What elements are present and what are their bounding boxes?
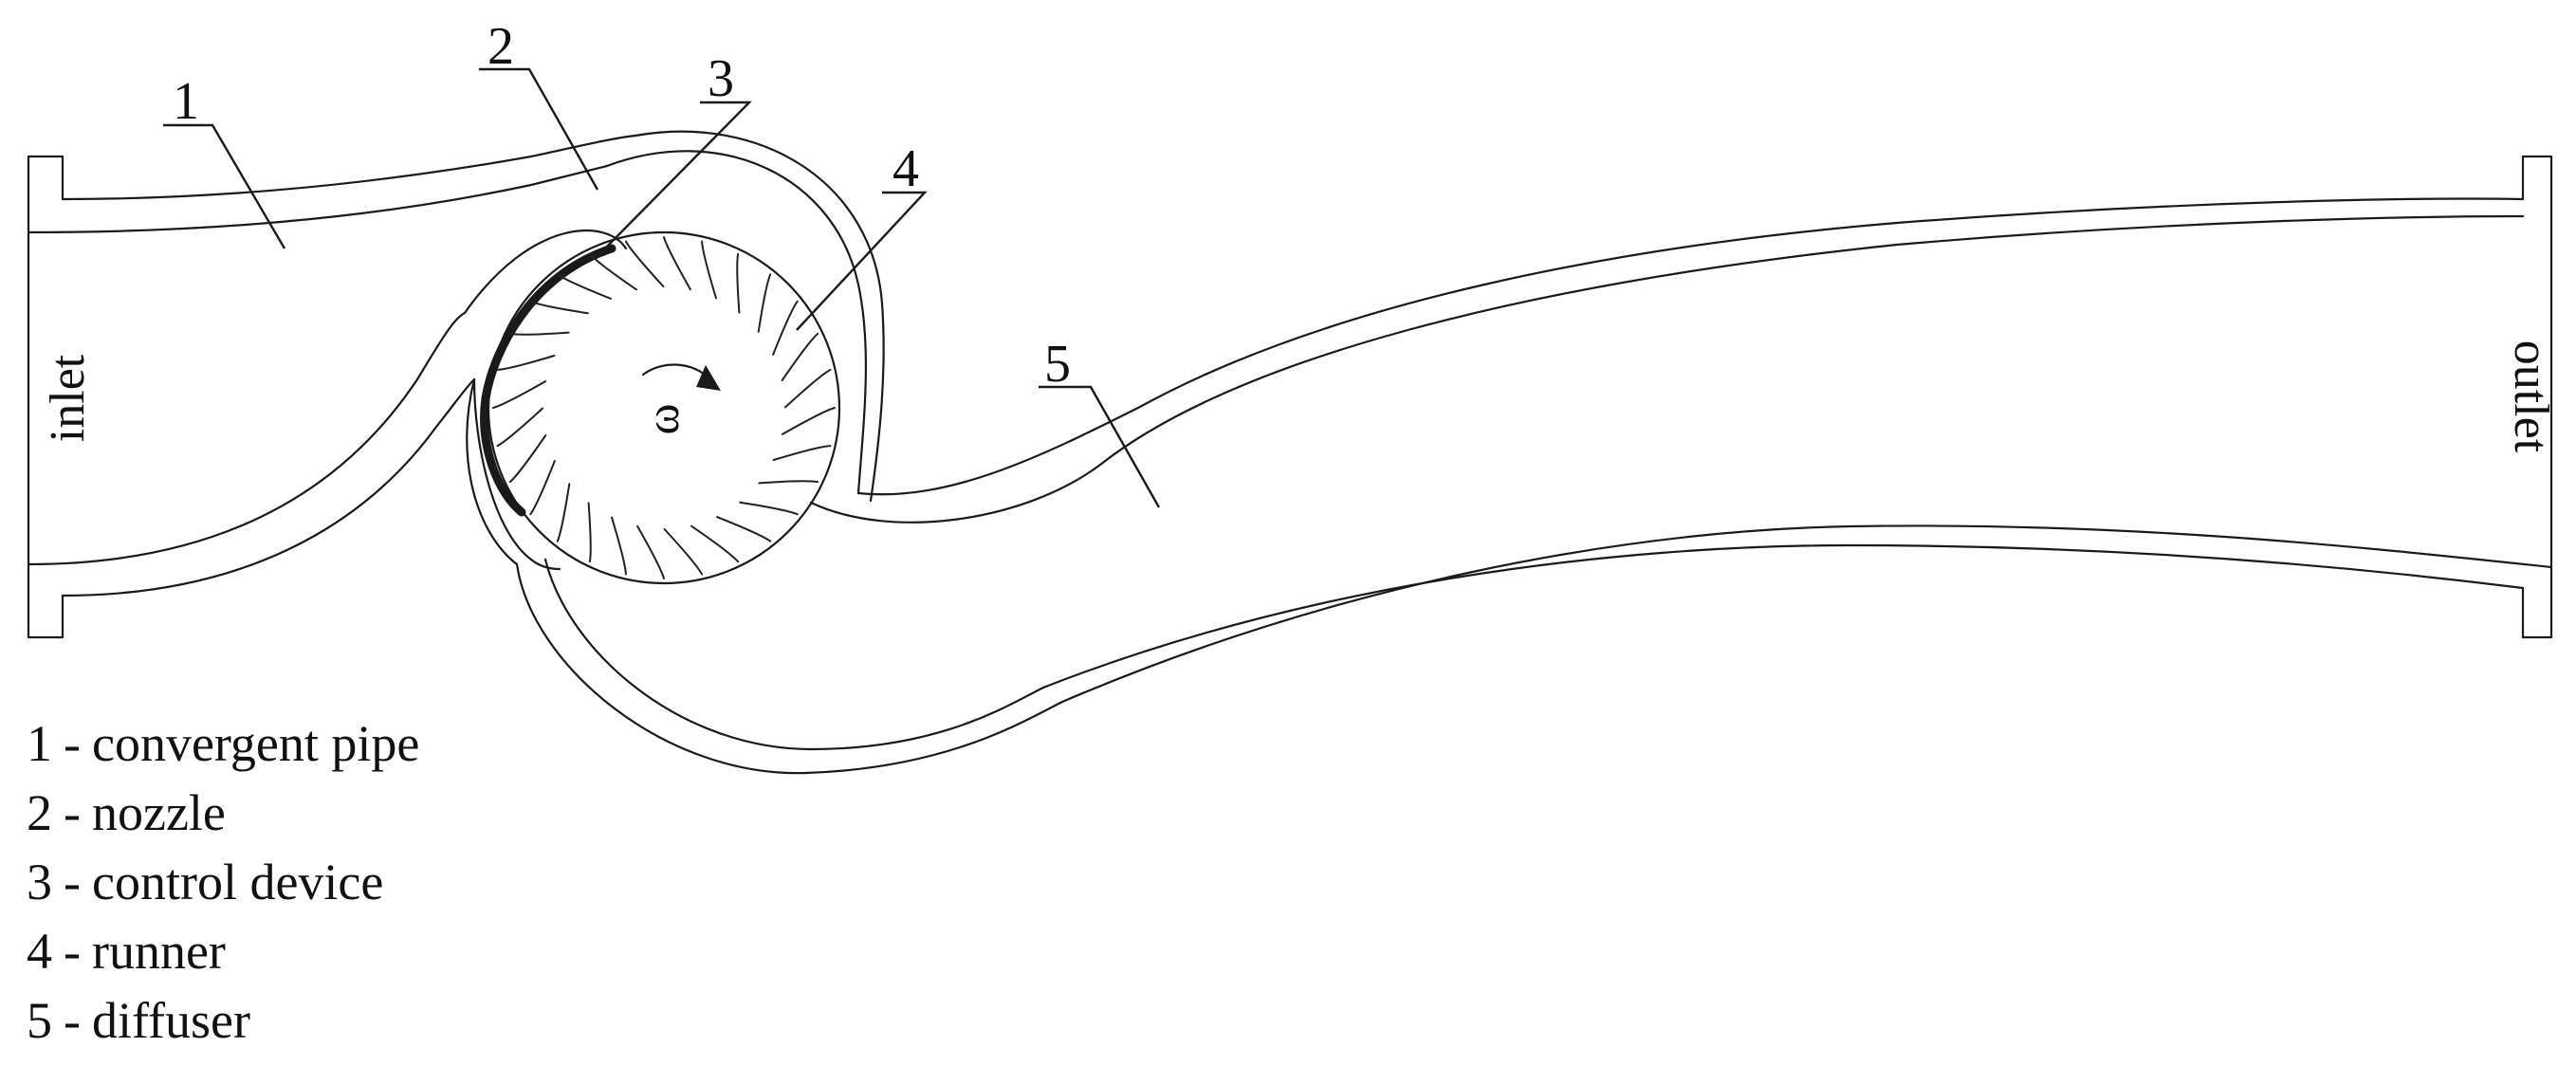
legend-separator: - bbox=[64, 923, 81, 980]
control-device bbox=[480, 244, 616, 517]
runner-blade bbox=[587, 502, 592, 563]
runner-housing-lower-inner bbox=[543, 558, 1045, 751]
legend-separator: - bbox=[64, 784, 81, 841]
legend-text: convergent pipe bbox=[91, 715, 420, 772]
runner-blade bbox=[781, 332, 819, 381]
runner-blade bbox=[690, 524, 740, 563]
runner-rim bbox=[487, 230, 841, 585]
diffuser-upper-outer bbox=[856, 197, 2525, 496]
runner-housing-lower bbox=[466, 377, 519, 566]
legend-item-1: 1-convergent pipe bbox=[27, 709, 419, 779]
convergent-pipe-upper-outer bbox=[61, 134, 637, 201]
runner-blade bbox=[636, 524, 665, 579]
runner-blade bbox=[739, 501, 799, 516]
nozzle-casing-outer bbox=[605, 150, 868, 495]
outlet-label: outlet bbox=[2504, 340, 2558, 453]
runner-blade bbox=[556, 483, 571, 542]
callout-leader-4 bbox=[796, 191, 928, 331]
legend-text: nozzle bbox=[91, 784, 226, 841]
outlet-flange bbox=[2521, 155, 2553, 639]
legend-number: 5 bbox=[27, 992, 52, 1049]
runner-blade bbox=[772, 445, 832, 461]
legend-text: control device bbox=[91, 854, 384, 910]
runner-housing-lower-outer bbox=[515, 562, 1064, 775]
runner-blade bbox=[496, 407, 543, 448]
diffuser-upper-inner bbox=[809, 214, 2525, 524]
runner-blade bbox=[556, 273, 612, 300]
runner-blade bbox=[757, 273, 772, 333]
callout-leader-2 bbox=[479, 67, 599, 191]
legend-text: diffuser bbox=[91, 992, 250, 1049]
legend-item-3: 3-control device bbox=[27, 848, 419, 917]
convergent-pipe-lower-inner bbox=[27, 311, 467, 566]
legend-item-5: 5-diffuser bbox=[27, 986, 419, 1056]
runner-blade bbox=[701, 240, 717, 300]
inlet-label: inlet bbox=[41, 354, 95, 442]
legend-number: 1 bbox=[27, 715, 52, 772]
legend-separator: - bbox=[64, 715, 81, 772]
callout-2: 2 bbox=[488, 17, 514, 76]
callout-1: 1 bbox=[173, 72, 199, 131]
diffuser-lower-outer bbox=[1060, 524, 2553, 704]
callout-5: 5 bbox=[1044, 335, 1071, 394]
runner-blade bbox=[663, 236, 691, 291]
callout-leader-3 bbox=[604, 101, 752, 249]
runner-blade bbox=[611, 516, 627, 576]
diffuser-lower-inner bbox=[1041, 543, 2525, 689]
legend-number: 2 bbox=[27, 784, 52, 841]
runner-blade bbox=[529, 460, 556, 516]
callout-3: 3 bbox=[708, 49, 734, 108]
runner-blade bbox=[624, 240, 665, 287]
runner-blade bbox=[508, 434, 547, 484]
legend-number: 3 bbox=[27, 854, 52, 910]
rotation-arrow-head bbox=[696, 365, 721, 391]
runner-blade bbox=[781, 407, 836, 435]
runner-blade bbox=[663, 528, 704, 576]
runner-blade bbox=[716, 516, 772, 542]
runner-blade bbox=[772, 300, 799, 356]
legend-item-4: 4-runner bbox=[27, 917, 419, 986]
runner-blade bbox=[529, 300, 589, 315]
runner-blade bbox=[492, 380, 547, 409]
convergent-pipe-upper-inner bbox=[27, 164, 609, 234]
runner-blades bbox=[492, 236, 836, 579]
inlet-flange bbox=[27, 155, 64, 639]
runner-blade bbox=[496, 355, 556, 371]
legend: 1-convergent pipe 2-nozzle 3-control dev… bbox=[27, 709, 419, 1056]
callout-leader-1 bbox=[163, 123, 286, 249]
runner-blade bbox=[588, 252, 637, 291]
callout-leader-5 bbox=[1039, 385, 1161, 508]
legend-separator: - bbox=[64, 854, 81, 910]
nozzle-casing-inner bbox=[634, 130, 885, 503]
runner-blade bbox=[508, 331, 570, 336]
legend-number: 4 bbox=[27, 923, 52, 980]
runner-blade bbox=[736, 252, 741, 314]
runner-blade bbox=[758, 480, 819, 485]
legend-text: runner bbox=[91, 923, 226, 980]
convergent-pipe-lower-outer bbox=[61, 377, 476, 597]
runner-blade bbox=[784, 368, 832, 409]
legend-item-2: 2-nozzle bbox=[27, 779, 419, 848]
callout-4: 4 bbox=[892, 139, 919, 198]
omega-label: ω bbox=[635, 404, 689, 435]
legend-separator: - bbox=[64, 992, 81, 1049]
